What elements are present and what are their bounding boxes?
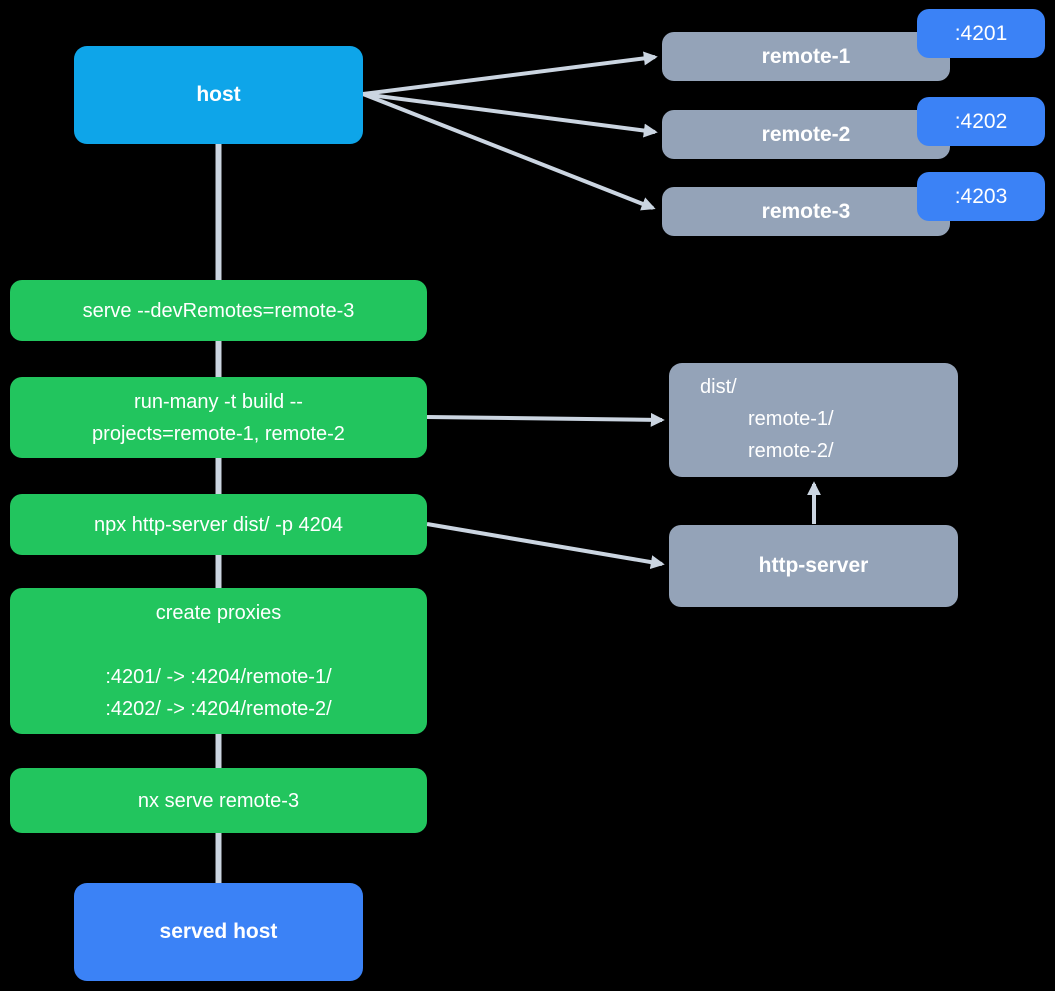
arrow-host-to-remote-1 [362, 51, 658, 96]
remote-2-node: remote-2 [662, 110, 950, 159]
port-badge-4202: :4202 [917, 97, 1045, 146]
host-node: host [74, 46, 363, 144]
arrow-host-to-remote-3 [362, 92, 656, 211]
arrow-build-to-dist [426, 412, 665, 427]
http-server-node: http-server [669, 525, 958, 607]
port-4202-label: :4202 [954, 109, 1008, 133]
command-text: npx http-server dist/ -p 4204 [93, 513, 343, 536]
command-text: :4202/ -> :4204/remote-2/ [105, 698, 332, 720]
command-create-proxies: create proxies :4201/ -> :4204/remote-1/… [10, 588, 427, 734]
arrow-host-to-remote-2 [362, 92, 658, 138]
command-run-many-build: run-many -t build -- projects=remote-1, … [10, 377, 427, 458]
served-host-label: served host [159, 920, 278, 943]
served-host-node: served host [74, 883, 363, 981]
command-text: serve --devRemotes=remote-3 [82, 299, 355, 322]
dist-remote-1-label: remote-1/ [748, 408, 834, 430]
remote-1-label: remote-1 [761, 44, 851, 68]
command-text: nx serve remote-3 [137, 789, 300, 812]
command-text: run-many -t build -- [134, 390, 303, 413]
dist-folder-node: dist/ remote-1/ remote-2/ [669, 363, 958, 477]
host-label: host [196, 83, 241, 106]
command-nx-serve-remote-3: nx serve remote-3 [10, 768, 427, 833]
command-text: projects=remote-1, remote-2 [92, 422, 345, 445]
command-text: :4201/ -> :4204/remote-1/ [105, 666, 332, 688]
remote-3-node: remote-3 [662, 187, 950, 236]
port-badge-4201: :4201 [917, 9, 1045, 58]
remote-2-label: remote-2 [761, 122, 851, 146]
remote-3-label: remote-3 [761, 199, 851, 223]
dist-remote-2-label: remote-2/ [748, 440, 834, 462]
port-4201-label: :4201 [954, 21, 1008, 45]
remote-1-node: remote-1 [662, 32, 950, 81]
http-server-label: http-server [758, 554, 869, 577]
port-4203-label: :4203 [954, 184, 1008, 208]
command-serve-dev-remotes: serve --devRemotes=remote-3 [10, 280, 427, 341]
dist-root-label: dist/ [700, 376, 737, 398]
port-badge-4203: :4203 [917, 172, 1045, 221]
command-text: create proxies [155, 602, 282, 624]
arrow-npx-to-http-server [426, 522, 665, 570]
command-npx-http-server: npx http-server dist/ -p 4204 [10, 494, 427, 555]
